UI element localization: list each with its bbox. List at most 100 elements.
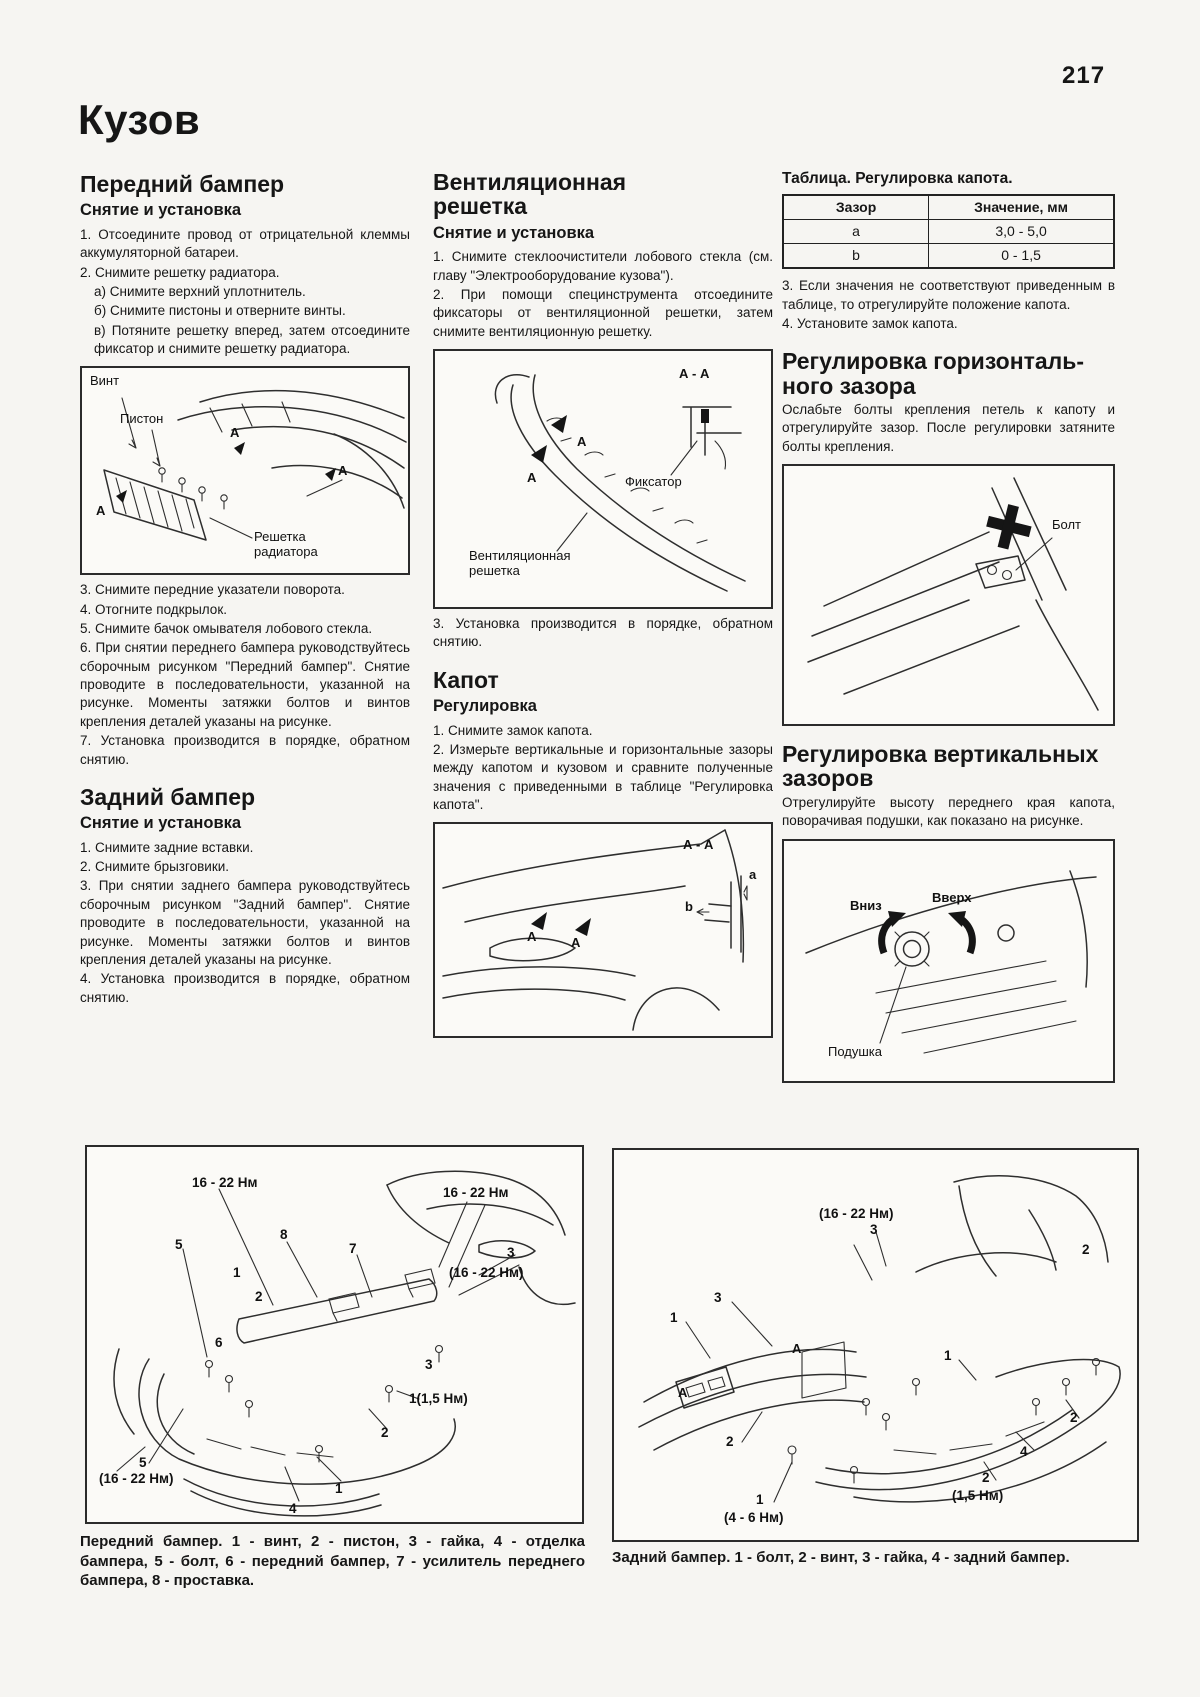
hood-heading: Капот <box>433 666 499 693</box>
table-header-value: Значение, мм <box>928 194 1115 221</box>
callout-label: А <box>571 935 581 951</box>
horizontal-gap-heading: Регулировка горизонталь- ного зазора <box>782 348 1085 399</box>
callout-label: А <box>338 463 348 479</box>
step: 6. При снятии переднего бампера руководс… <box>80 640 410 729</box>
value-cell: 3,0 - 5,0 <box>928 219 1115 245</box>
callout-label: А <box>527 929 537 945</box>
figure-front-bumper-assembly: 16 - 22 Нм 16 - 22 Нм 5 8 7 1 2 3 (16 - … <box>85 1145 584 1524</box>
rear-bumper-subheading: Снятие и установка <box>80 814 242 833</box>
step: а) Снимите верхний уплотнитель. <box>94 283 306 299</box>
step: 1. Снимите задние вставки. <box>80 839 254 855</box>
hood-adjustment-table: Зазор Значение, мм a 3,0 - 5,0 b 0 - 1,5 <box>782 194 1115 270</box>
front-bumper-assembly-drawing <box>113 1170 576 1517</box>
part-number-label: 2 <box>982 1470 990 1485</box>
section-label: А <box>678 1385 688 1400</box>
vent-grille-heading: Вентиляционная решетка <box>433 169 627 220</box>
page-title: Кузов <box>78 96 201 143</box>
callout-label: Винт <box>90 373 120 389</box>
figure-vent-grille: А - А Фиксатор А А Вентиляционная решетк… <box>433 348 773 609</box>
hinge-bolt-drawing <box>807 477 1099 711</box>
figure-hood-gaps: А - А a b А А <box>433 822 773 1039</box>
gap-cell: a <box>782 219 930 245</box>
callout-label: Фиксатор <box>625 473 682 489</box>
part-number-label: 4 <box>1020 1444 1028 1459</box>
section-label: А - А <box>679 365 710 381</box>
step: 3. Если значения не соответствуют привед… <box>782 278 1115 312</box>
step: 3. При снятии заднего бампера руководств… <box>80 878 410 967</box>
step: 2. При помощи специнструмента отсоединит… <box>433 286 773 339</box>
step: 3. Снимите передние указатели поворота. <box>80 582 345 598</box>
figure-hinge-bolt: Болт <box>782 464 1115 727</box>
torque-label: (16 - 22 Нм) <box>819 1206 894 1221</box>
rear-bumper-caption: Задний бампер. 1 - болт, 2 - винт, 3 - г… <box>612 1549 1070 1566</box>
part-number-label: 2 <box>255 1289 263 1304</box>
table-header-gap: Зазор <box>782 194 930 221</box>
step: в) Потяните решетку вперед, затем отсоед… <box>94 322 410 356</box>
section-label: А <box>792 1341 802 1356</box>
figure-hood-pad: Вниз Вверх Подушка <box>782 838 1115 1083</box>
figure-rear-bumper-assembly: (16 - 22 Нм) 3 3 1 2 А А 1 2 4 2 (1,5 Нм… <box>612 1148 1139 1542</box>
figure-radiator-grille: Винт Пистон А А А Решетка радиатора <box>80 366 410 576</box>
torque-label: 1(1,5 Нм) <box>409 1391 468 1406</box>
radiator-grille-drawing <box>103 390 407 542</box>
part-number-label: 2 <box>1070 1410 1078 1425</box>
callout-label: Подушка <box>828 1043 883 1059</box>
value-cell: 0 - 1,5 <box>928 243 1115 269</box>
front-bumper-caption: Передний бампер. 1 - винт, 2 - пистон, 3… <box>80 1533 585 1589</box>
column-right: Таблица. Регулировка капота. Зазор Значе… <box>782 168 1115 1089</box>
step: б) Снимите пистоны и отверните винты. <box>94 303 346 319</box>
direction-down-label: Вниз <box>850 897 882 913</box>
part-number-label: 1 <box>944 1348 952 1363</box>
step: 3. Установка производится в порядке, обр… <box>433 615 773 650</box>
gap-b-label: b <box>685 899 693 915</box>
part-number-label: 2 <box>1082 1242 1090 1257</box>
step: 4. Отогните подкрылок. <box>80 601 227 617</box>
step: 1. Снимите замок капота. <box>433 722 593 738</box>
callout-label: Вентиляционная решетка <box>469 547 571 578</box>
step: 2. Снимите брызговики. <box>80 859 230 875</box>
front-bumper-subheading: Снятие и установка <box>80 201 242 220</box>
part-number-label: 5 <box>175 1237 183 1252</box>
callout-label: А <box>230 425 240 441</box>
step: 2. Снимите решетку радиатора. <box>80 264 280 280</box>
part-number-label: 3 <box>425 1357 433 1372</box>
callout-label: А <box>96 503 106 519</box>
vent-grille-subheading: Снятие и установка <box>433 223 595 242</box>
page-number: 217 <box>1062 62 1106 89</box>
torque-label: 16 - 22 Нм <box>443 1185 509 1200</box>
torque-label: (16 - 22 Нм) <box>449 1265 524 1280</box>
direction-up-label: Вверх <box>932 889 972 905</box>
hood-gaps-drawing <box>442 829 748 1032</box>
callout-label: А <box>527 469 537 485</box>
part-number-label: 1 <box>670 1310 678 1325</box>
part-number-label: 1 <box>233 1265 241 1280</box>
part-number-label: 2 <box>381 1425 389 1440</box>
paragraph: Отрегулируйте высоту переднего края капо… <box>782 794 1115 829</box>
step: 1. Отсоедините провод от отрицательной к… <box>80 226 410 261</box>
rear-bumper-heading: Задний бампер <box>80 783 256 810</box>
callout-label: Решетка радиатора <box>254 529 318 559</box>
step: 1. Снимите стеклоочистители лобового сте… <box>433 249 773 283</box>
hood-subheading: Регулировка <box>433 697 537 716</box>
paragraph: Ослабьте болты крепления петель к капоту… <box>782 402 1115 454</box>
table-row: a 3,0 - 5,0 <box>782 219 1115 245</box>
part-number-label: 5 <box>139 1455 147 1470</box>
part-number-label: 8 <box>280 1227 288 1242</box>
part-number-label: 3 <box>714 1290 722 1305</box>
part-number-label: 1 <box>335 1481 343 1496</box>
step: 4. Установите замок капота. <box>782 315 958 331</box>
step: 5. Снимите бачок омывателя лобового стек… <box>80 621 373 637</box>
section-label: А - А <box>683 837 714 853</box>
rear-bumper-assembly-drawing <box>638 1175 1121 1503</box>
front-bumper-heading: Передний бампер <box>80 171 285 197</box>
table-title: Таблица. Регулировка капота. <box>782 170 1013 187</box>
part-number-label: 4 <box>289 1501 297 1516</box>
part-number-label: 3 <box>870 1222 878 1237</box>
gap-cell: b <box>782 243 930 269</box>
torque-label: 16 - 22 Нм <box>192 1175 258 1190</box>
torque-label: (16 - 22 Нм) <box>99 1471 174 1486</box>
callout-label: Болт <box>1052 517 1082 533</box>
part-number-label: 2 <box>726 1434 734 1449</box>
hood-pad-drawing <box>805 869 1097 1054</box>
